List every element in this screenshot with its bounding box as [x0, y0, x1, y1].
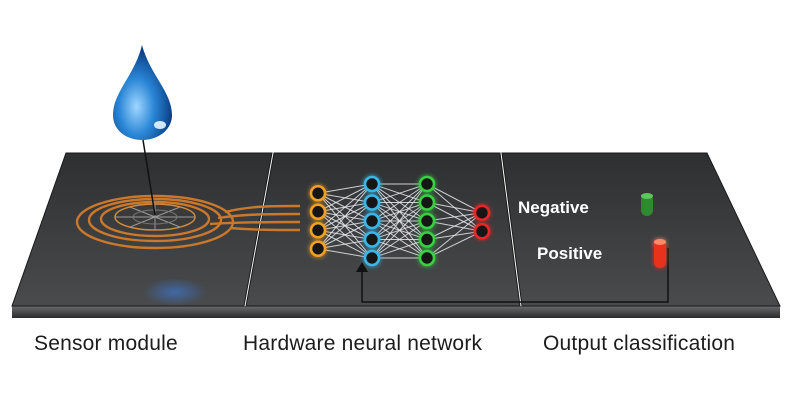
network-nodes — [309, 175, 491, 267]
network-edge — [317, 183, 373, 250]
sensor-disc — [114, 203, 196, 231]
network-node — [473, 204, 491, 222]
network-edge — [371, 183, 428, 222]
network-edge — [317, 183, 373, 194]
positive-indicator — [654, 239, 666, 268]
network-node — [418, 212, 436, 230]
network-edge — [426, 212, 483, 222]
network-edge — [426, 212, 483, 240]
network-node — [363, 175, 381, 193]
network-edge — [317, 183, 373, 213]
network-edge — [371, 183, 428, 259]
negative-indicator — [641, 193, 653, 216]
caption-output-classification: Output classification — [543, 332, 736, 355]
network-edge — [317, 248, 373, 259]
network-node — [309, 184, 327, 202]
network-edge — [317, 239, 373, 250]
network-edge — [426, 202, 483, 214]
network-connections — [317, 183, 483, 259]
network-node — [309, 240, 327, 258]
board-edge — [12, 306, 780, 318]
network-edge — [371, 239, 428, 259]
sensor-glow — [143, 278, 207, 306]
network-edge — [317, 220, 373, 250]
network-edge — [371, 220, 428, 259]
network-output-trace — [361, 248, 669, 303]
network-node — [363, 212, 381, 230]
negative-label: Negative — [518, 198, 589, 217]
network-node — [473, 222, 491, 240]
network-edge — [371, 202, 428, 259]
network-edge — [371, 183, 428, 203]
water-drop-icon — [113, 45, 172, 140]
network-edge — [426, 183, 483, 214]
network-node — [363, 249, 381, 267]
network-edge — [371, 183, 428, 240]
network-edge — [317, 202, 373, 250]
network-edge — [426, 212, 483, 259]
network-node — [418, 194, 436, 211]
network-node — [363, 194, 381, 211]
network-edge — [317, 183, 373, 231]
network-node — [418, 175, 436, 193]
drop-pointer-line — [142, 139, 156, 216]
positive-label: Positive — [537, 244, 602, 263]
network-node — [309, 221, 327, 239]
output-panel — [501, 152, 781, 307]
sensor-coil — [75, 194, 301, 250]
caption-hardware-neural-network: Hardware neural network — [243, 332, 483, 355]
caption-sensor-module: Sensor module — [34, 332, 178, 355]
network-node — [309, 203, 327, 221]
drop-highlight — [154, 121, 166, 129]
network-node — [363, 231, 381, 248]
network-node — [418, 249, 436, 267]
network-node — [418, 231, 436, 248]
network-edge — [426, 230, 483, 259]
trace-arrow-icon — [356, 262, 368, 272]
